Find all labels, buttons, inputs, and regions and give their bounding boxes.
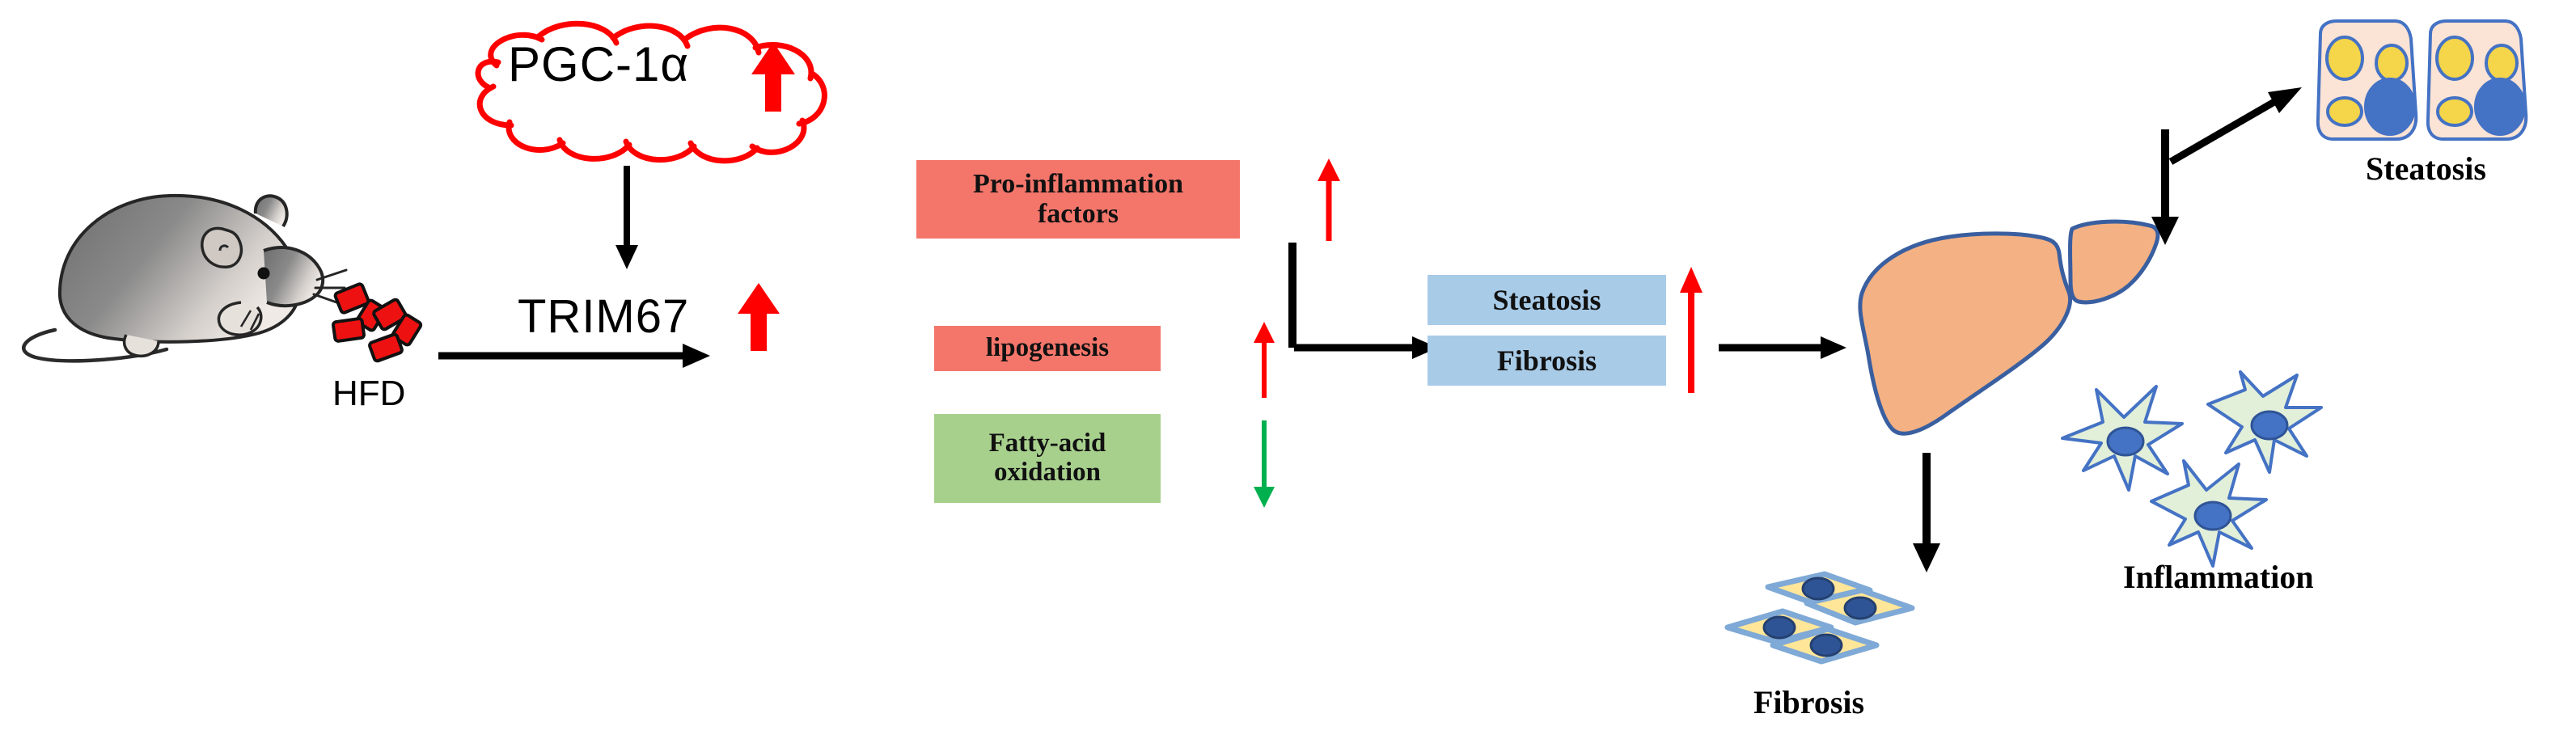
liver-illustration [1836, 190, 2176, 457]
fatty-acid-down-arrow-icon [1252, 420, 1276, 509]
mouse-illustration [8, 129, 356, 364]
pro-inflammation-up-arrow-icon [1317, 158, 1341, 243]
outcome-steatosis-label: Steatosis [2366, 150, 2486, 187]
hfd-label: HFD [332, 374, 406, 413]
outcome-inflammation-label: Inflammation [2123, 559, 2314, 595]
fibrosis-box: Fibrosis [1428, 336, 1666, 386]
fibrosis-box-label: Fibrosis [1496, 344, 1597, 377]
steatosis-box: Steatosis [1428, 275, 1666, 325]
outcomes-up-arrow-icon [1678, 267, 1704, 395]
arrow-liver-to-fibrosis [1909, 453, 1944, 574]
lipogenesis-box: lipogenesis [934, 326, 1161, 371]
fatty-acid-line1: Fatty-acid [988, 429, 1106, 458]
steatosis-cells-illustration [2309, 16, 2552, 146]
food-pellets-icon [328, 281, 433, 370]
pgc1a-up-arrow-icon [748, 40, 798, 113]
effector-bracket [1288, 243, 1296, 348]
pgc1a-cloud-shape [419, 20, 872, 166]
arrow-hfd-to-trim67 [437, 340, 712, 372]
pro-inflammation-line1: Pro-inflammation [972, 168, 1183, 199]
pgc1a-label: PGC-1α [508, 37, 690, 91]
pro-inflammation-box: Pro-inflammation factors [916, 160, 1240, 239]
lipogenesis-up-arrow-icon [1252, 322, 1276, 399]
arrow-effectors-to-outcomes [1294, 332, 1440, 364]
lipogenesis-label: lipogenesis [985, 333, 1110, 363]
fibrosis-cells-illustration [1723, 558, 1957, 671]
arrow-outcomes-to-liver [1719, 332, 1848, 364]
arrow-pgc1a-to-trim67 [611, 166, 643, 271]
fatty-acid-oxidation-box: Fatty-acid oxidation [934, 414, 1161, 503]
steatosis-box-label: Steatosis [1492, 283, 1601, 316]
inflammation-cells-illustration [2054, 370, 2354, 574]
arrow-liver-to-inflammation [2147, 129, 2183, 247]
outcome-fibrosis-label: Fibrosis [1753, 684, 1865, 720]
trim67-up-arrow-icon [734, 281, 783, 353]
arrow-liver-to-steatosis [2168, 81, 2305, 170]
fatty-acid-line2: oxidation [993, 458, 1102, 487]
pro-inflammation-line2: factors [1037, 198, 1119, 229]
trim67-label: TRIM67 [518, 290, 690, 343]
